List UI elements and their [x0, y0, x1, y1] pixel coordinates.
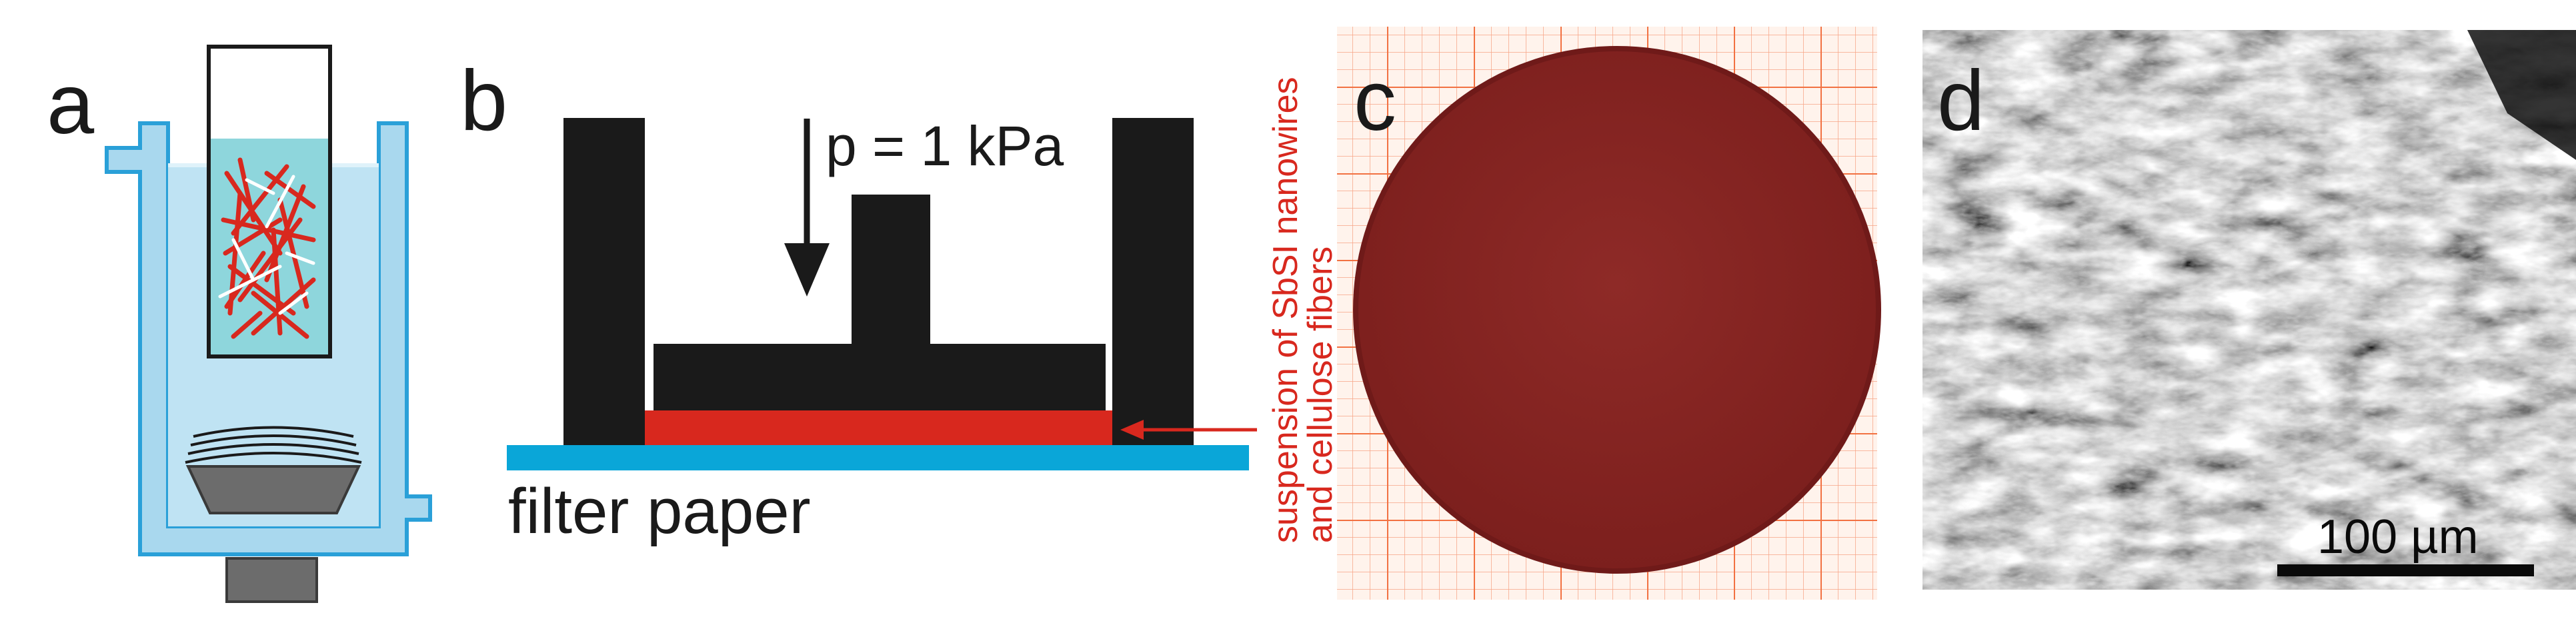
- suspension-label-line1: suspension of SbSI nanowires: [1266, 77, 1305, 543]
- mold-left-wall: [563, 118, 645, 445]
- scale-bar-label: 100 µm: [2317, 510, 2479, 564]
- scale-bar: 100 µm: [2277, 510, 2534, 576]
- pressure-label: p = 1 kPa: [826, 115, 1064, 177]
- suspension-label-line2: and cellulose fibers: [1301, 247, 1340, 543]
- suspension-pointer-arrow: [1120, 420, 1257, 440]
- nanowires-and-fibers: [218, 157, 316, 339]
- filter-paper: [507, 445, 1249, 470]
- panel-b: b filter paper p = 1 kPa suspension of S…: [460, 53, 1340, 547]
- panel-c: c: [1337, 27, 1881, 600]
- suspension-layer: [645, 410, 1112, 445]
- panel-b-label: b: [460, 53, 507, 149]
- pressure-arrow: [784, 119, 830, 297]
- ultrasonic-transducer: [185, 426, 362, 603]
- panel-a-label: a: [47, 57, 95, 152]
- composite-disc-rim: [1353, 46, 1881, 574]
- filter-paper-label: filter paper: [508, 476, 811, 547]
- panel-d: d 100 µm: [1922, 30, 2576, 590]
- panel-d-label: d: [1937, 53, 1985, 149]
- panel-c-label: c: [1354, 53, 1396, 149]
- scale-bar-line: [2277, 564, 2534, 576]
- panel-a: a: [47, 45, 432, 603]
- suspension-label: suspension of SbSI nanowires and cellulo…: [1266, 77, 1340, 543]
- composite-disc: [1356, 49, 1878, 571]
- sample-tube: [207, 45, 332, 358]
- mold-right-wall: [1112, 118, 1194, 445]
- sem-micrograph: [1922, 30, 2576, 590]
- piston: [654, 195, 1106, 410]
